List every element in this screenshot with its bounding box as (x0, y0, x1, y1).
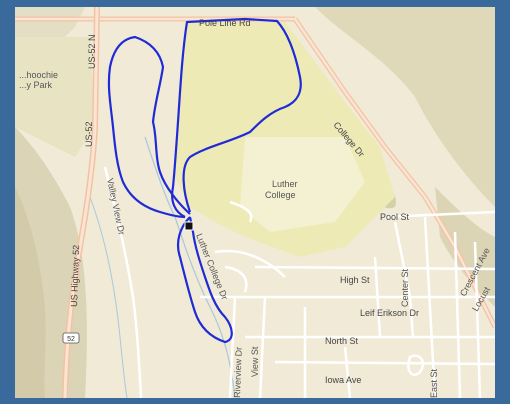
svg-text:52: 52 (67, 336, 75, 343)
map-view[interactable]: Pole Line Rd College Dr US-52 N US-52 US… (15, 7, 495, 398)
hillside-terrain-right (315, 7, 495, 207)
minor-roads (103, 166, 495, 398)
start-marker (184, 221, 194, 231)
map-canvas[interactable]: Pole Line Rd College Dr US-52 N US-52 US… (15, 7, 495, 398)
label-us52-n: US-52 N (87, 34, 97, 69)
label-park-line2: ...y Park (19, 80, 53, 90)
route-track (107, 17, 302, 344)
label-view-st: View St (250, 346, 260, 377)
label-center-st: Center St (400, 268, 410, 307)
label-leif-erikson-dr: Leif Erikson Dr (360, 308, 419, 318)
highway-shield: 52 (62, 332, 80, 344)
label-high-st: High St (340, 275, 370, 285)
label-us-highway-52: US Highway 52 (69, 245, 81, 307)
label-pool-st: Pool St (380, 212, 410, 222)
label-north-st: North St (325, 336, 359, 346)
label-campus-line2: College (265, 190, 296, 200)
label-riverview-dr: Riverview Dr (232, 347, 244, 398)
label-pole-line-rd: Pole Line Rd (199, 18, 251, 28)
label-campus-line1: Luther (272, 179, 298, 189)
label-us52: US-52 (84, 121, 94, 147)
label-east-st: East St (429, 368, 439, 398)
park-area (15, 37, 95, 157)
label-park-line1: ...hoochie (19, 70, 58, 80)
label-iowa-ave: Iowa Ave (325, 375, 361, 385)
